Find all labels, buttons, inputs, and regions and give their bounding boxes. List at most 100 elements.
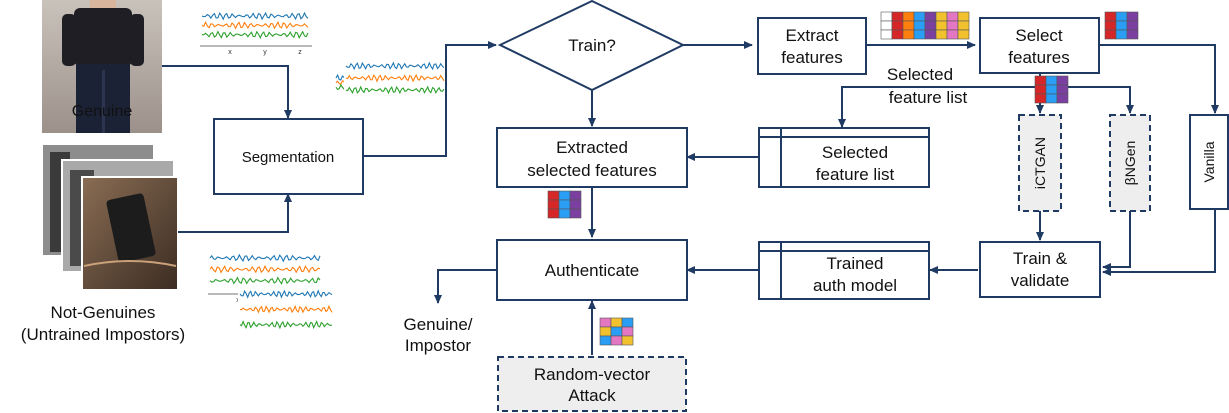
- feature-vector-cell: [891, 20, 904, 31]
- nodes: [213, 0, 1229, 301]
- genuine-photo-caption: Genuine: [72, 103, 133, 120]
- feature-vector-cell: [891, 29, 904, 40]
- feature-vector-cell: [547, 208, 560, 219]
- feature-vector-cell: [1104, 20, 1117, 31]
- not-genuine-photo-stack: [41, 143, 179, 291]
- feature-vector-cell: [621, 326, 634, 337]
- sensor-trace: [345, 73, 445, 83]
- sensor-trace: [201, 20, 309, 30]
- feature-vector-glyph: [1104, 11, 1139, 40]
- feature-vector-cell: [610, 326, 623, 337]
- extract-features-label-line2: features: [781, 48, 842, 67]
- feature-vector-cell: [1104, 29, 1117, 40]
- edge-genuine-to-segmentation: [162, 65, 292, 119]
- sensor-trace: [239, 289, 333, 299]
- feature-vector-cell: [946, 29, 959, 40]
- feature-vector-cell: [1126, 29, 1139, 40]
- feature-vector-cell: [880, 29, 893, 40]
- feature-vector-cell: [935, 11, 948, 22]
- edge-vanilla-to-train: [1102, 209, 1216, 276]
- sensor-trace: [239, 320, 333, 330]
- flow-edges: [162, 41, 1219, 355]
- vanilla-box: [1189, 114, 1229, 210]
- feature-vector-cell: [1056, 75, 1069, 86]
- node-labels: Segmentation Train? Extract features Sel…: [242, 26, 1217, 405]
- feature-vector-cell: [946, 20, 959, 31]
- feature-vector-cell: [935, 29, 948, 40]
- extracted-selected-features-box: [496, 127, 688, 188]
- feature-vector-cell: [558, 208, 571, 219]
- feature-vector-cell: [957, 20, 970, 31]
- feature-vector-cell: [569, 208, 582, 219]
- random-vector-attack-label-line1: Random-vector: [534, 365, 651, 384]
- authenticate-label: Authenticate: [545, 261, 640, 280]
- feature-vector-cell: [547, 190, 560, 201]
- feature-vector-cell: [902, 20, 915, 31]
- ictgan-label: iCTGAN: [1032, 137, 1048, 189]
- feature-vector-cell: [935, 20, 948, 31]
- sensor-panel-bg: [344, 58, 448, 106]
- feature-vector-glyph: [599, 317, 634, 346]
- segmentation-box: [213, 118, 364, 195]
- edge-authenticate-to-output: [434, 269, 497, 304]
- sensor-trace: [345, 61, 445, 71]
- sensor-trace: [201, 11, 309, 21]
- sensor-signal-panel: [344, 58, 448, 106]
- train-validate-label-line2: validate: [1011, 271, 1070, 290]
- feature-vector-cell: [558, 190, 571, 201]
- feature-vector-cell: [569, 199, 582, 210]
- feature-vector-cell: [957, 11, 970, 22]
- feature-vector-cell: [913, 20, 926, 31]
- sensor-trace: [239, 304, 333, 314]
- feature-vector-cell: [569, 190, 582, 201]
- feature-vector-cell: [1034, 75, 1047, 86]
- segmentation-label: Segmentation: [242, 149, 335, 166]
- random-vector-attack-label-line2: Attack: [568, 386, 616, 405]
- edge-select-to-vanilla: [1099, 44, 1219, 114]
- not-genuines-label-line2: (Untrained Impostors): [21, 325, 185, 344]
- feature-vector-cell: [946, 11, 959, 22]
- feature-vector-cell: [957, 29, 970, 40]
- ictgan-box: [1018, 114, 1062, 212]
- feature-vector-cell: [1056, 93, 1069, 104]
- sensor-axis-label: x: [228, 49, 232, 56]
- feature-vector-cell: [1115, 29, 1128, 40]
- select-features-label-line2: features: [1008, 48, 1069, 67]
- genuine-photo: Genuine: [42, 0, 162, 133]
- select-features-box: [979, 17, 1100, 74]
- feature-vector-cell: [599, 326, 612, 337]
- trained-auth-model-label-line2: auth model: [813, 276, 897, 295]
- feature-vector-cell: [1045, 75, 1058, 86]
- edge-segmentation-to-train: [363, 41, 497, 157]
- feature-vector-cell: [880, 20, 893, 31]
- feature-vector-cell: [599, 335, 612, 346]
- extracted-selected-features-label-line2: selected features: [527, 161, 656, 180]
- feature-vector-cell: [913, 29, 926, 40]
- vanilla-label: Vanilla: [1201, 141, 1217, 182]
- feature-vector-cell: [610, 335, 623, 346]
- dashed-nodes: [497, 114, 1151, 412]
- sensor-trace: [201, 30, 309, 40]
- feature-vector-glyph: [1034, 75, 1069, 104]
- feature-vector-cell: [1056, 84, 1069, 95]
- feature-vector-cell: [924, 29, 937, 40]
- bngen-label: βNGen: [1122, 141, 1138, 186]
- feature-vector-cell: [1034, 93, 1047, 104]
- sensor-signal-thumbnails: xyzxyz: [200, 8, 448, 344]
- feature-vector-cell: [1115, 11, 1128, 22]
- feature-vector-cell: [1104, 11, 1117, 22]
- sensor-trace: [209, 253, 321, 263]
- sensor-signal-panel: [238, 286, 336, 344]
- selected-feature-list-label-line2: feature list: [816, 165, 895, 184]
- selected-feature-list-label-line1: Selected: [822, 143, 888, 162]
- edge-label-selected-line2: feature list: [889, 88, 968, 107]
- output-label-line2: Impostor: [405, 336, 471, 355]
- edge-bngen-to-train: [1102, 211, 1131, 271]
- feature-vector-cell: [621, 335, 634, 346]
- extract-features-box: [757, 17, 867, 75]
- edge-label-selected-line1: Selected: [887, 65, 953, 84]
- bngen-box: [1109, 114, 1151, 212]
- train-validate-box: [979, 241, 1101, 298]
